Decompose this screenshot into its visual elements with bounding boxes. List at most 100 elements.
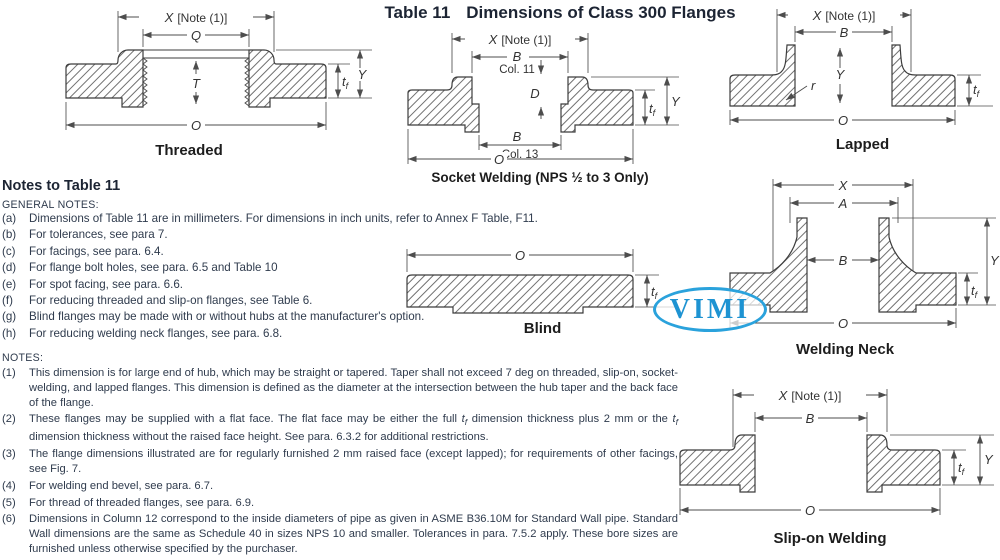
table-title: Dimensions of Class 300 Flanges (466, 3, 736, 22)
hatched-section-left (729, 217, 808, 313)
note-marker: (d) (2, 261, 17, 275)
note-text: For reducing welding neck flanges, see p… (29, 326, 283, 340)
note-text: Blind flanges may be made with or withou… (29, 310, 425, 324)
caption-blind: Blind (523, 320, 562, 337)
note-text: Dimensions of Table 11 are in millimeter… (29, 212, 538, 225)
dim-label-r: r (811, 78, 816, 93)
flange-cross-section (407, 76, 634, 133)
dim-label-x-note1: X[Note (1)] (778, 388, 842, 403)
dim-label-col11: Col. 11 (499, 64, 535, 76)
hatched-section-right (248, 49, 327, 108)
diagram-blind: O tf Blind (405, 240, 680, 340)
notes-subheading: NOTES: (2, 352, 44, 364)
dim-label-o: O (838, 316, 848, 331)
dimension-annotations: O tf (406, 248, 675, 308)
blind-flange-drawing: O tf (406, 248, 675, 314)
caption-lapped: Lapped (835, 136, 890, 153)
flange-cross-section (406, 274, 634, 314)
dim-label-o: O (805, 503, 815, 518)
dim-label-tf: tf (971, 283, 979, 300)
note-marker: (3) (2, 448, 16, 461)
hatched-section-right (878, 217, 957, 313)
note-text: For thread of threaded flanges, see para… (29, 496, 255, 509)
general-note-d: (d)For flange bolt holes, see para. 6.5 … (2, 260, 672, 276)
flange-cross-section (679, 434, 941, 493)
note-text: The flange dimensions illustrated are fo… (29, 448, 678, 476)
dim-label-b: B (806, 411, 815, 426)
dim-label-t: T (192, 76, 201, 91)
thread-zigzag-left (142, 57, 148, 107)
note-marker: (b) (2, 228, 17, 242)
dim-label-o: O (838, 113, 848, 128)
hatched-section-left (407, 76, 480, 133)
dim-label-y: Y (984, 452, 994, 467)
diagram-threaded: X[Note (1)] Q T O tf Y Threaded (0, 2, 378, 160)
notes-section-heading: Notes to Table 11 (2, 178, 121, 194)
dimension-annotations: X[Note (1)] B O tf Y (679, 388, 994, 518)
dim-label-tf: tf (958, 460, 966, 477)
note-marker: (c) (2, 244, 16, 258)
dim-label-x-note1: X[Note (1)] (164, 10, 228, 25)
note-item-6: (6)Dimensions in Column 12 correspond to… (2, 512, 678, 556)
dim-label-d: D (530, 86, 539, 101)
dim-label-b: B (839, 253, 848, 268)
dim-label-o: O (494, 152, 504, 167)
caption-slip-on: Slip-on Welding (773, 530, 887, 547)
flange-cross-section (729, 44, 956, 107)
diagram-lapped: X[Note (1)] B Y r O tf Lapped (725, 0, 1000, 153)
flange-cross-section (729, 217, 957, 313)
note-marker: (2) (2, 413, 16, 426)
note-text: For tolerances, see para 7. (29, 228, 168, 242)
note-item-5: (5) For thread of threaded flanges, see p… (2, 496, 678, 511)
flange-cross-section (65, 49, 327, 108)
dim-label-x-note1: X[Note (1)] (488, 32, 552, 47)
diagram-welding-neck: X A B O Y tf Welding Neck (690, 165, 1000, 360)
welding-neck-drawing: X A B O Y tf (729, 178, 1000, 331)
dim-label-y: Y (358, 67, 368, 82)
note-text: These flanges may be supplied with a fla… (29, 413, 678, 444)
dim-label-tf: tf (649, 101, 657, 118)
general-notes-list: (a)Dimensions of Table 11 are in millime… (2, 211, 672, 342)
general-note-g: (g)Blind flanges may be made with or wit… (2, 309, 672, 325)
general-note-b: (b) For tolerances, see para 7. (2, 227, 672, 243)
diagram-socket-welding: X[Note (1)] B Col. 11 D B Col. 13 O tf Y (395, 25, 685, 188)
general-note-h: (h) For reducing welding neck flanges, se… (2, 326, 672, 342)
general-note-e: (e)For spot facing, see para. 6.6. (2, 277, 672, 293)
dimension-annotations: X[Note (1)] B Col. 11 D B Col. 13 O tf Y (407, 32, 681, 167)
note-text: For facings, see para. 6.4. (29, 244, 164, 258)
general-note-f: (f)For reducing threaded and slip-on fla… (2, 293, 672, 309)
diagram-slip-on: X[Note (1)] B O tf Y Slip-on Welding (660, 380, 1000, 555)
dim-label-o: O (191, 118, 201, 133)
note-marker: (f) (2, 294, 13, 308)
lapped-flange-drawing: X[Note (1)] B Y r O tf (729, 8, 993, 128)
dim-label-tf: tf (973, 82, 981, 99)
note-marker: (h) (2, 326, 17, 340)
socket-welding-drawing: X[Note (1)] B Col. 11 D B Col. 13 O tf Y (407, 32, 681, 167)
hatched-section (406, 274, 634, 314)
note-marker: (6) (2, 513, 16, 526)
note-item-4: (4) For welding end bevel, see para. 6.7. (2, 479, 678, 494)
dimension-annotations: X[Note (1)] B Y r O tf (729, 8, 993, 128)
dim-label-a: A (838, 196, 848, 211)
dim-label-o: O (515, 248, 525, 263)
note-marker: (5) (2, 496, 16, 509)
dim-label-y: Y (990, 253, 1000, 268)
threaded-flange-drawing: X[Note (1)] Q T O tf Y (65, 10, 372, 133)
thread-zigzag-right (244, 57, 250, 107)
vimi-watermark: VIMI (653, 287, 767, 332)
note-marker: (1) (2, 367, 16, 379)
dim-label-y: Y (836, 67, 846, 82)
dim-label-tf: tf (651, 284, 659, 301)
dim-label-b: B (840, 25, 849, 40)
hatched-section-left (679, 434, 756, 493)
dim-label-b-lower: B (513, 129, 522, 144)
note-item-3: (3) The flange dimensions illustrated are… (2, 447, 678, 477)
dim-label-q: Q (191, 28, 201, 43)
tf-symbol: t (672, 413, 676, 426)
note-marker: (4) (2, 479, 16, 492)
dim-label-b-upper: B (513, 49, 522, 64)
slip-on-welding-drawing: X[Note (1)] B O tf Y (679, 388, 994, 518)
hatched-section-right (560, 76, 634, 133)
note-text: For welding end bevel, see para. 6.7. (29, 479, 214, 492)
dim-label-tf: tf (342, 74, 350, 91)
